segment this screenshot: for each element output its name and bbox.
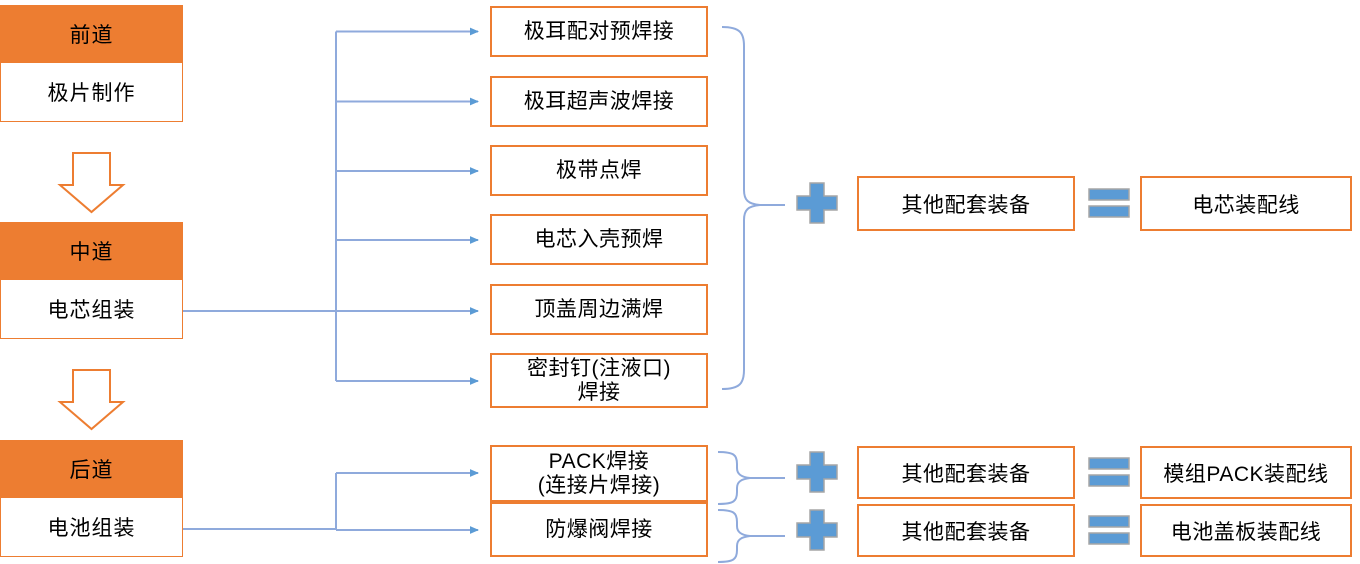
equals-icon [1087,187,1131,219]
brace-valve-row [717,509,785,563]
process-label-line2: (连接片焊接) [537,473,661,497]
equipment-label: 其他配套装备 [901,462,1031,486]
process-label: 顶盖周边满焊 [534,297,664,321]
process-box-pack-welding: PACK焊接 (连接片焊接) [490,445,708,502]
equipment-box-cover-plate-line: 其他配套装备 [857,504,1075,557]
stage-head-front: 前道 [0,5,183,63]
process-label-line1: PACK焊接 [548,449,650,473]
plus-icon [795,508,839,552]
stage-head-back: 后道 [0,440,183,498]
stage-block-mid: 中道 电芯组装 [0,222,183,339]
process-box-tab-pair-prewelding: 极耳配对预焊接 [490,6,708,57]
stage-block-front: 前道 极片制作 [0,5,183,122]
process-box-cell-into-shell-prewelding: 电芯入壳预焊 [490,214,708,265]
stage-head-mid: 中道 [0,222,183,280]
equipment-box-cell-line: 其他配套装备 [857,176,1075,231]
plus-icon [795,181,839,225]
process-label: 密封钉(注液口) 焊接 [527,357,671,404]
equipment-box-pack-line: 其他配套装备 [857,446,1075,499]
equals-icon [1087,456,1131,488]
process-box-tab-ultrasonic-welding: 极耳超声波焊接 [490,76,708,127]
result-box-module-pack-assembly-line: 模组PACK装配线 [1140,446,1352,499]
process-box-sealing-pin-welding: 密封钉(注液口) 焊接 [490,353,708,408]
process-label-line1: 密封钉(注液口) [527,356,671,380]
down-arrow-2 [57,369,126,431]
stage-body-mid: 电芯组装 [0,280,183,339]
process-label-line2: 焊接 [577,380,621,404]
equals-icon [1087,514,1131,546]
brace-cell-group [721,26,785,390]
plus-icon [795,450,839,494]
result-box-battery-cover-plate-assembly-line: 电池盖板装配线 [1140,504,1352,557]
process-label: 电芯入壳预焊 [534,227,664,251]
equipment-label: 其他配套装备 [901,193,1031,217]
stage-body-back: 电池组装 [0,498,183,557]
result-label: 模组PACK装配线 [1163,462,1329,486]
result-label: 电芯装配线 [1192,193,1300,217]
stage-body-front: 极片制作 [0,63,183,122]
process-box-explosion-proof-valve-welding: 防爆阀焊接 [490,502,708,557]
brace-pack-row [717,451,785,505]
down-arrow-1 [57,152,126,214]
process-label: 极耳超声波焊接 [523,89,675,113]
equipment-label: 其他配套装备 [901,520,1031,544]
process-label: PACK焊接 (连接片焊接) [538,450,661,497]
process-label: 极耳配对预焊接 [523,19,675,43]
stage-block-back: 后道 电池组装 [0,440,183,557]
result-box-cell-assembly-line: 电芯装配线 [1140,176,1352,231]
process-label: 极带点焊 [556,158,642,182]
result-label: 电池盖板装配线 [1170,520,1322,544]
process-box-strip-spot-welding: 极带点焊 [490,145,708,196]
process-label: 防爆阀焊接 [545,517,653,541]
process-box-top-cover-full-welding: 顶盖周边满焊 [490,284,708,335]
